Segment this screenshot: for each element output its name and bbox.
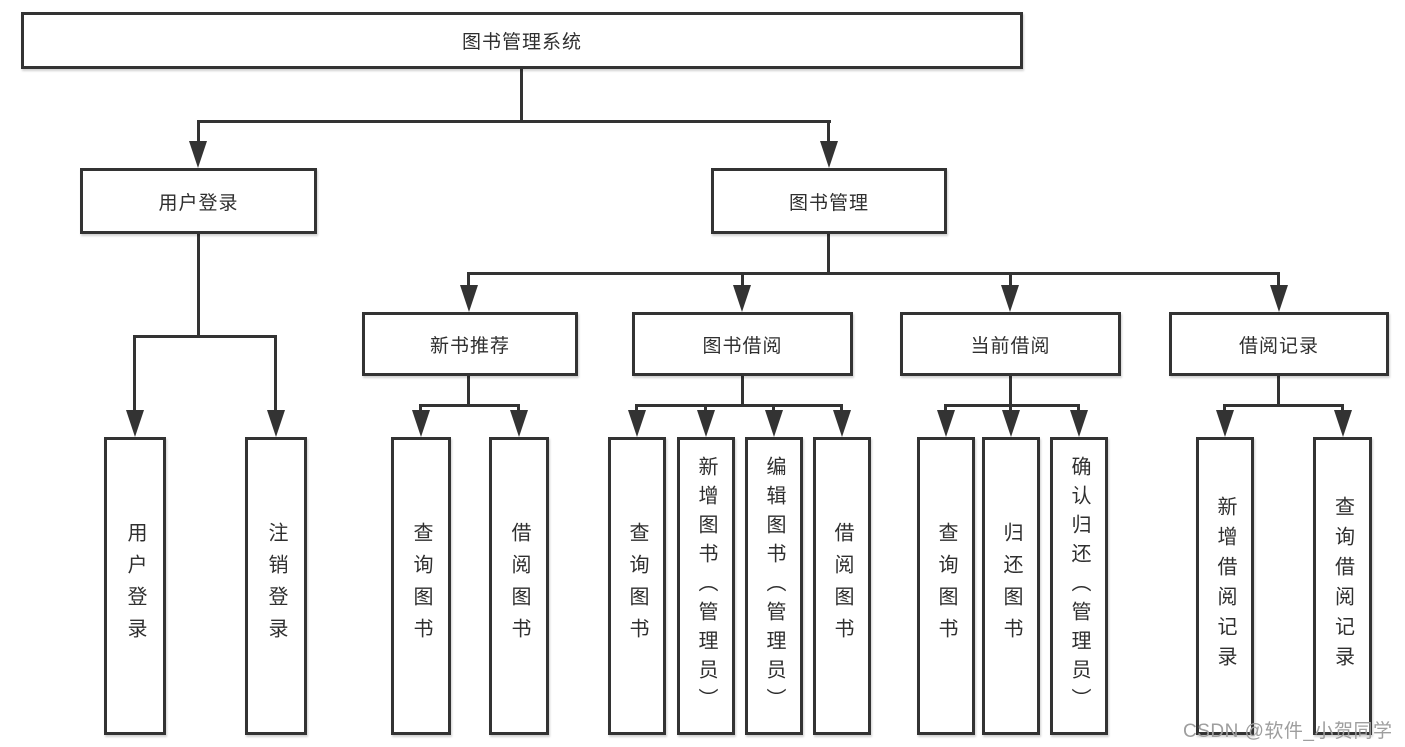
connector-shaft: [635, 404, 638, 412]
arrowhead-query-books-3: [937, 410, 955, 437]
connector-arrow-borrow-records-shaft: [1277, 272, 1280, 287]
node-book-management: 图书管理: [711, 168, 947, 234]
arrowhead-add-borrow-record: [1216, 410, 1234, 437]
leaf-user-login: 用户登录: [104, 437, 166, 735]
leaf-label: 归还图书: [1000, 522, 1022, 650]
arrowhead-logout: [267, 410, 285, 437]
arrowhead-new-book: [460, 285, 478, 312]
leaf-label: 查询图书: [410, 522, 432, 650]
leaf-label: 查询图书: [626, 522, 648, 650]
leaf-label: 确认归还（管理员）: [1068, 455, 1090, 717]
connector-shaft: [944, 404, 947, 412]
arrowhead-edit-book: [765, 410, 783, 437]
connector-shaft: [1341, 404, 1344, 412]
connector-level2-bar: [197, 120, 831, 123]
node-borrow-records: 借阅记录: [1169, 312, 1389, 376]
arrowhead-book-management: [820, 141, 838, 168]
arrowhead-query-borrow-record: [1334, 410, 1352, 437]
arrowhead-book-borrow: [733, 285, 751, 312]
leaf-label: 查询借阅记录: [1331, 496, 1354, 676]
node-label: 当前借阅: [970, 335, 1051, 357]
node-new-book-recommend: 新书推荐: [362, 312, 578, 376]
leaf-label: 编辑图书（管理员）: [763, 455, 785, 717]
leaf-label: 新增图书（管理员）: [695, 455, 717, 717]
leaf-borrow-books-2: 借阅图书: [813, 437, 871, 735]
connector-book-management-stem: [827, 234, 830, 275]
leaf-label: 用户登录: [124, 522, 146, 650]
arrowhead-borrow-records: [1270, 285, 1288, 312]
arrowhead-return-book: [1002, 410, 1020, 437]
arrowhead-borrow-books-2: [833, 410, 851, 437]
connector-new-book-bar: [419, 404, 520, 407]
leaf-label: 查询图书: [935, 522, 957, 650]
connector-arrow-book-borrow-shaft: [741, 272, 744, 287]
leaf-label: 新增借阅记录: [1214, 496, 1236, 676]
leaf-query-books-1: 查询图书: [391, 437, 451, 735]
node-label: 图书管理: [788, 192, 869, 214]
connector-shaft: [772, 404, 775, 412]
csdn-watermark: CSDN @软件_小贺同学: [1183, 721, 1393, 742]
arrowhead-current-borrow: [1001, 285, 1019, 312]
connector-current-borrow-stem: [1009, 375, 1012, 407]
connector-user-login-stem: [197, 234, 200, 337]
connector-arrow-login-shaft: [133, 335, 136, 412]
node-user-login: 用户登录: [80, 168, 317, 234]
node-book-borrow: 图书借阅: [632, 312, 853, 376]
arrowhead-query-books-1: [412, 410, 430, 437]
connector-arrow-new-book-shaft: [467, 272, 470, 287]
connector-arrow-current-borrow-shaft: [1009, 272, 1012, 287]
connector-user-login-bar: [133, 335, 277, 338]
leaf-label: 借阅图书: [508, 522, 530, 650]
connector-new-book-stem: [467, 375, 470, 407]
leaf-query-borrow-record: 查询借阅记录: [1313, 437, 1372, 735]
connector-book-borrow-stem: [741, 375, 744, 407]
leaf-add-book-admin: 新增图书（管理员）: [677, 437, 735, 735]
arrowhead-query-books-2: [628, 410, 646, 437]
connector-root-stem: [520, 68, 523, 123]
connector-shaft: [1009, 404, 1012, 412]
connector-borrow-records-bar: [1223, 404, 1344, 407]
leaf-query-books-3: 查询图书: [917, 437, 975, 735]
node-label: 图书管理系统: [461, 32, 582, 53]
connector-current-borrow-bar: [944, 404, 1080, 407]
node-label: 新书推荐: [429, 335, 510, 357]
leaf-logout: 注销登录: [245, 437, 307, 735]
arrowhead-add-book: [697, 410, 715, 437]
connector-book-borrow-bar: [635, 404, 843, 407]
arrowhead-user-login: [189, 141, 207, 168]
connector-shaft: [704, 404, 707, 412]
leaf-return-book: 归还图书: [982, 437, 1040, 735]
arrowhead-confirm-return: [1070, 410, 1088, 437]
node-label: 用户登录: [158, 192, 239, 214]
leaf-label: 借阅图书: [831, 522, 853, 650]
leaf-query-books-2: 查询图书: [608, 437, 666, 735]
leaf-label: 注销登录: [265, 522, 287, 650]
leaf-confirm-return-admin: 确认归还（管理员）: [1050, 437, 1108, 735]
connector-level3-bar: [467, 272, 1280, 275]
node-label: 图书借阅: [702, 335, 783, 357]
connector-borrow-records-stem: [1277, 375, 1280, 407]
connector-shaft: [1223, 404, 1226, 412]
arrowhead-borrow-books-1: [510, 410, 528, 437]
connector-arrow-user-login-shaft: [197, 120, 200, 143]
connector-arrow-book-management-shaft: [827, 120, 830, 143]
leaf-add-borrow-record: 新增借阅记录: [1196, 437, 1254, 735]
connector-shaft: [1077, 404, 1080, 412]
connector-shaft: [517, 404, 520, 412]
leaf-edit-book-admin: 编辑图书（管理员）: [745, 437, 803, 735]
node-library-system: 图书管理系统: [21, 12, 1023, 69]
node-current-borrow: 当前借阅: [900, 312, 1121, 376]
node-label: 借阅记录: [1238, 335, 1319, 357]
arrowhead-login: [126, 410, 144, 437]
connector-shaft: [840, 404, 843, 412]
connector-arrow-logout-shaft: [274, 335, 277, 412]
leaf-borrow-books-1: 借阅图书: [489, 437, 549, 735]
connector-shaft: [419, 404, 422, 412]
